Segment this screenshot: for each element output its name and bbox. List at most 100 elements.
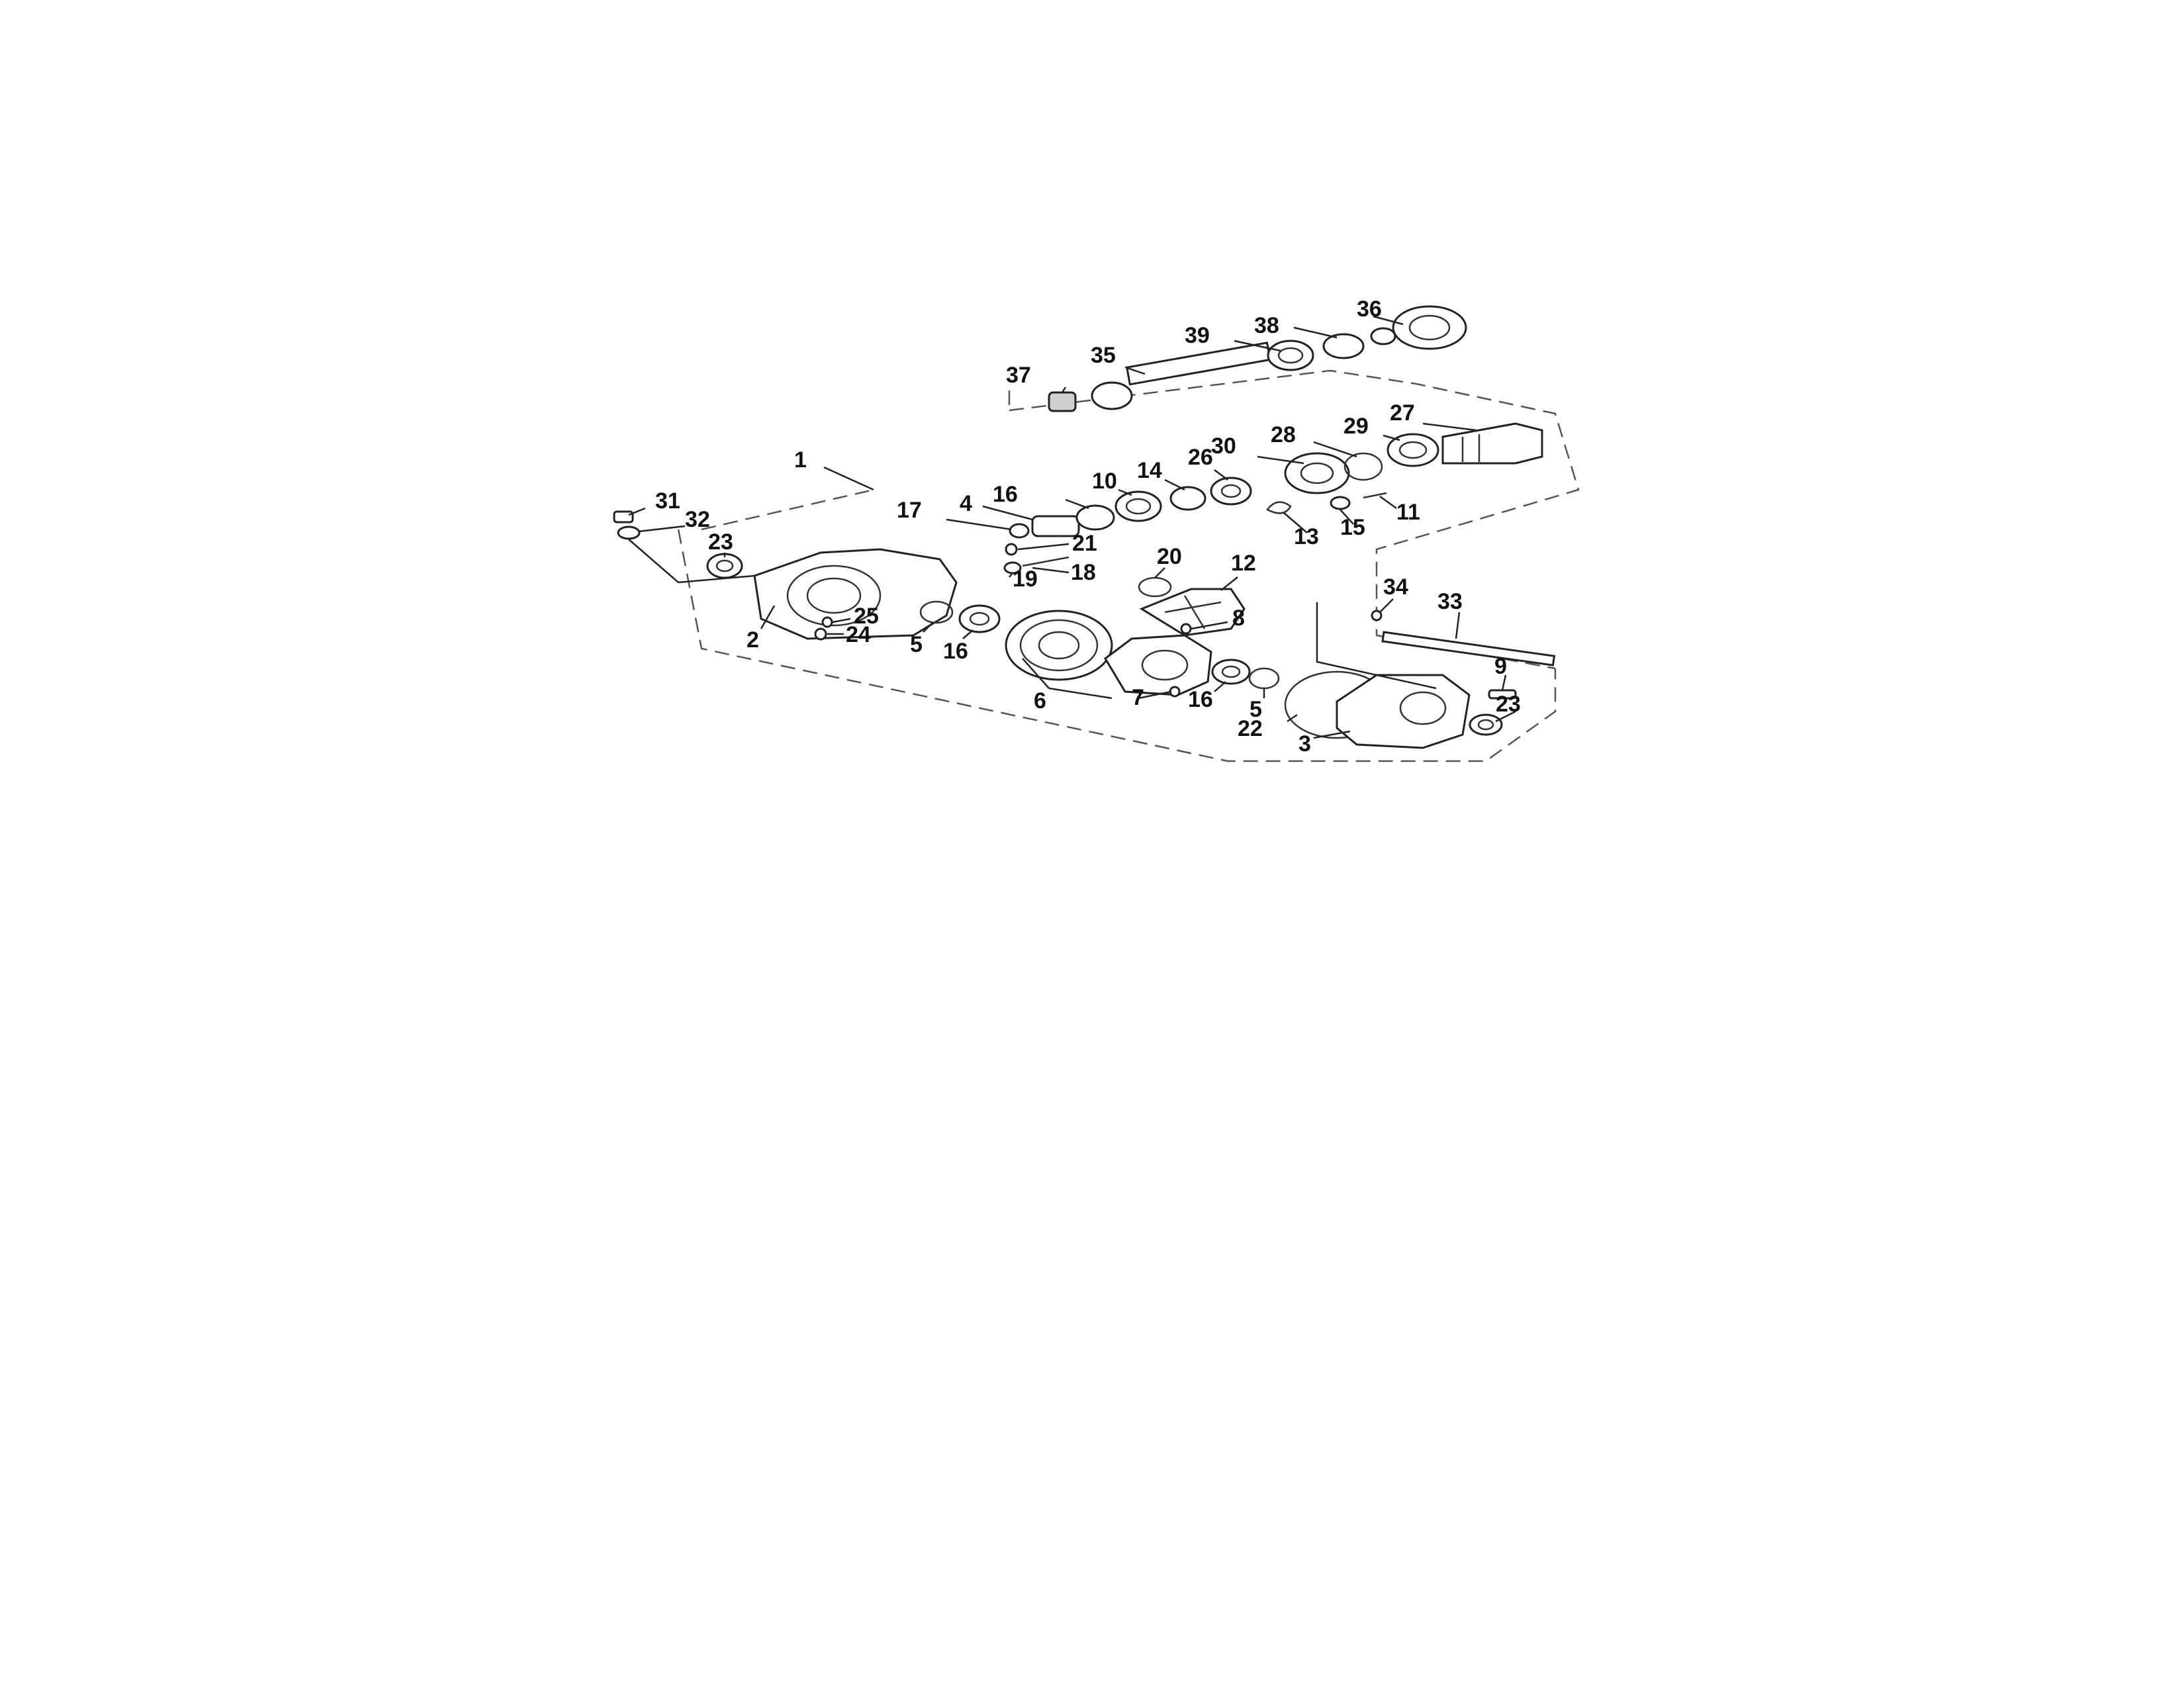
part-23-seal-right-inner xyxy=(1477,719,1494,731)
part-26-bearing-inner xyxy=(1220,484,1242,498)
callout-39: 39 xyxy=(1185,323,1210,348)
part-7-case-bore xyxy=(1141,649,1189,681)
part-14-washer xyxy=(1169,486,1206,511)
callout-33: 33 xyxy=(1437,589,1463,614)
leader-6-b xyxy=(1048,687,1113,700)
leader-26 xyxy=(1214,469,1228,480)
leader-13 xyxy=(1283,512,1308,533)
leader-10 xyxy=(1118,488,1132,496)
part-12-spoke-1 xyxy=(1164,601,1222,614)
callout-16-center: 16 xyxy=(1188,687,1213,712)
callout-5-left: 5 xyxy=(910,632,923,657)
leader-12 xyxy=(1220,576,1238,591)
callout-11: 11 xyxy=(1396,500,1420,525)
part-20-washer xyxy=(1138,576,1172,598)
part-39-bearing xyxy=(1267,340,1314,371)
leader-8 xyxy=(1191,621,1228,630)
part-36-gear xyxy=(1392,305,1467,350)
part-28-snap-ring xyxy=(1343,452,1383,481)
long-shaft-group xyxy=(1316,602,1556,690)
part-6-ring-gear-mid xyxy=(1019,619,1099,672)
part-2-housing-bore xyxy=(786,565,882,627)
callout-27: 27 xyxy=(1390,400,1415,426)
part-3-cover xyxy=(1336,674,1471,749)
callout-6: 6 xyxy=(1034,688,1046,713)
part-17-seal xyxy=(1009,523,1030,539)
leader-25 xyxy=(832,617,851,623)
leader-35 xyxy=(1124,366,1146,375)
part-23-seal-left xyxy=(706,553,743,579)
leader-22 xyxy=(1287,713,1298,723)
leader-20 xyxy=(1154,567,1165,578)
callout-4: 4 xyxy=(960,491,972,516)
callout-38: 38 xyxy=(1254,313,1279,338)
part-35-shaft-end xyxy=(1091,381,1133,410)
leader-16-left xyxy=(962,629,974,639)
callout-7: 7 xyxy=(1132,685,1144,710)
callout-8: 8 xyxy=(1232,606,1245,631)
callout-20: 20 xyxy=(1157,544,1182,569)
callout-13: 13 xyxy=(1294,524,1319,549)
long-shaft-bracket xyxy=(1316,602,1437,690)
callout-23-left: 23 xyxy=(708,529,733,555)
part-23-seal-left-inner xyxy=(715,559,734,572)
callout-19: 19 xyxy=(1013,567,1038,592)
part-24-bolt xyxy=(814,627,827,641)
part-27-shaft-gear xyxy=(1441,422,1543,465)
part-5-ring-right xyxy=(1248,667,1280,690)
part-4-pinion xyxy=(1031,515,1080,537)
part-34-pin xyxy=(1371,610,1383,621)
part-13-clip xyxy=(1266,501,1292,514)
leader-1 xyxy=(823,466,874,491)
part-21-nut xyxy=(1005,543,1018,556)
part-33-shaft xyxy=(1381,631,1556,666)
part-37-cap xyxy=(1048,391,1077,412)
callout-16-top: 16 xyxy=(993,482,1018,507)
part-29-bearing xyxy=(1387,433,1439,467)
callout-5-right: 5 xyxy=(1250,697,1262,722)
leader-23-right xyxy=(1495,710,1516,723)
callout-32: 32 xyxy=(685,507,710,532)
callout-31: 31 xyxy=(655,488,680,514)
part-12-spoke-2 xyxy=(1183,595,1206,629)
part-5-ring-left xyxy=(919,600,954,624)
callout-labels: 1 2 3 4 5 5 6 7 8 9 10 11 12 13 14 15 16… xyxy=(655,296,1521,756)
leader-31 xyxy=(628,507,646,516)
leader-32 xyxy=(638,525,686,533)
part-30-gear-inner xyxy=(1300,462,1334,484)
part-23-seal-right xyxy=(1469,713,1503,736)
callout-25: 25 xyxy=(854,604,879,629)
leader-4 xyxy=(982,505,1033,521)
leader-2 xyxy=(760,605,776,629)
part-16-bearing-center xyxy=(1211,659,1251,685)
part-36-gear-small xyxy=(1370,327,1396,345)
part-32-washer xyxy=(617,525,641,540)
callout-28: 28 xyxy=(1271,422,1296,447)
part-2-housing-bore-inner xyxy=(806,577,862,614)
part-16-bearing-left-inner xyxy=(969,612,990,626)
callout-1: 1 xyxy=(794,447,807,473)
leader-21 xyxy=(1017,543,1069,551)
part-39-bearing-inner xyxy=(1277,347,1304,364)
leader-15 xyxy=(1340,509,1354,525)
gear-group xyxy=(1115,422,1543,522)
leader-19 xyxy=(1009,572,1013,578)
callout-17: 17 xyxy=(897,498,922,523)
callout-22: 22 xyxy=(1238,716,1263,741)
part-31-bolt xyxy=(613,510,634,524)
leader-17 xyxy=(946,518,1012,531)
left-housing-group xyxy=(613,504,1115,641)
part-11-pin xyxy=(1363,492,1387,499)
callout-30: 30 xyxy=(1211,433,1236,459)
part-7-differential-case xyxy=(1104,634,1212,696)
upper-shaft-assembly xyxy=(1048,305,1467,412)
leader-36 xyxy=(1373,315,1404,326)
part-3-cover-bore xyxy=(1399,691,1447,725)
leader-34 xyxy=(1379,598,1394,613)
callout-16-left: 16 xyxy=(943,639,968,664)
part-25-washer xyxy=(821,616,833,628)
part-7-bolt xyxy=(1169,686,1181,698)
callout-3: 3 xyxy=(1298,731,1311,756)
leader-7 xyxy=(1138,690,1172,700)
main-assembly-top-outline xyxy=(701,488,874,531)
